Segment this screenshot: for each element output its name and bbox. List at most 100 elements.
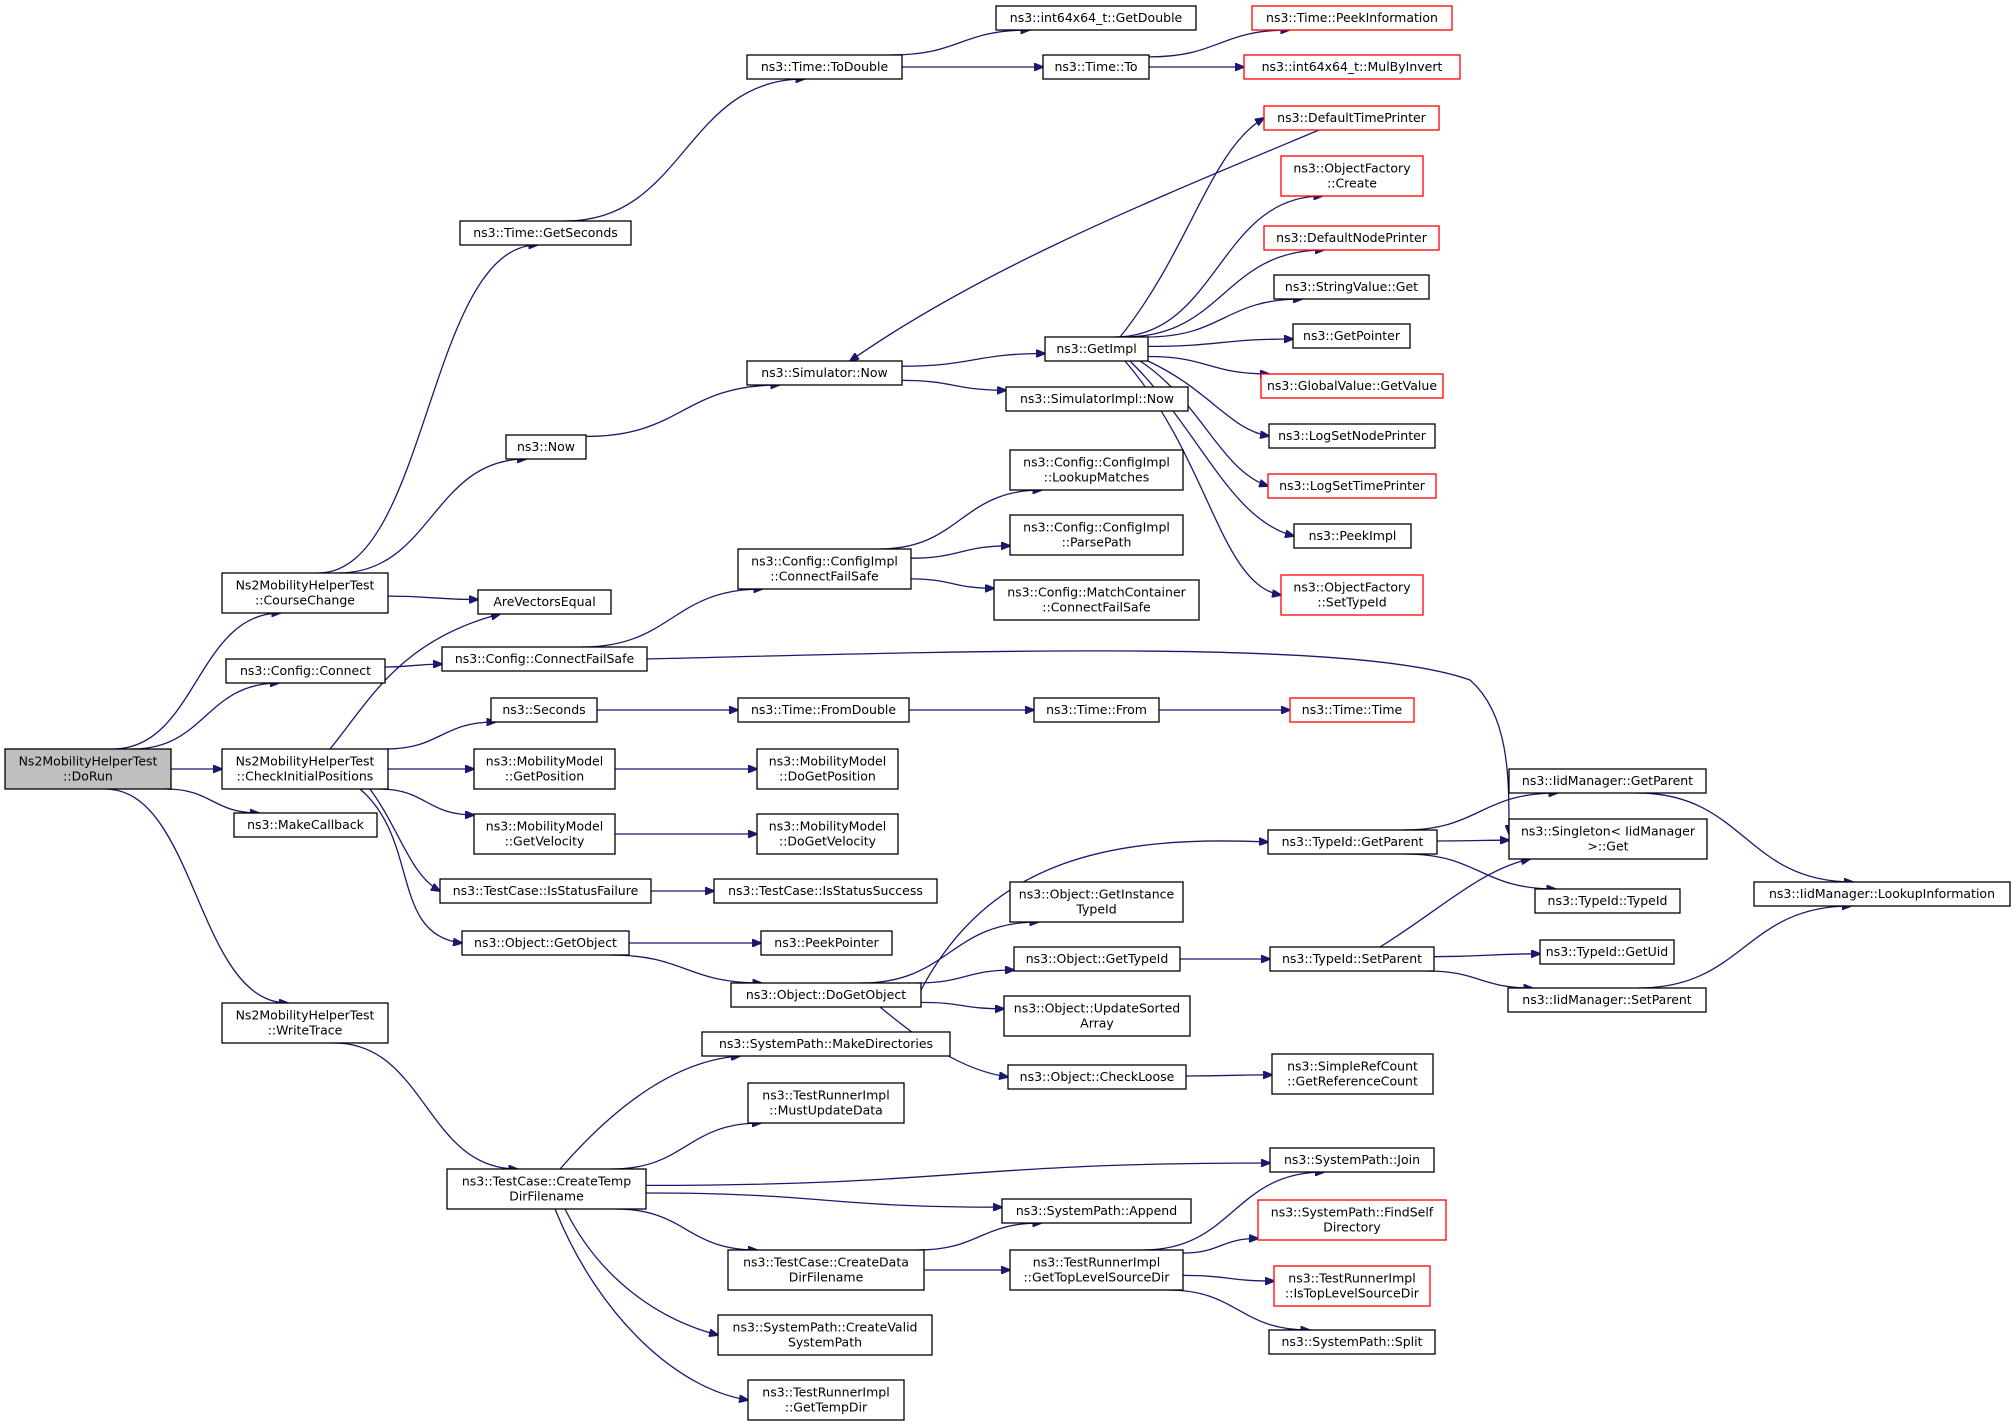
node-label: SystemPath	[788, 1335, 862, 1350]
node-box	[756, 813, 899, 855]
node-box	[225, 658, 386, 684]
node-peekpointer[interactable]: ns3::PeekPointer	[760, 930, 893, 956]
node-singletonget[interactable]: ns3::Singleton< IidManager>::Get	[1508, 818, 1708, 860]
node-getobject[interactable]: ns3::Object::GetObject	[461, 930, 630, 956]
node-box	[1009, 514, 1184, 556]
node-label: Ns2MobilityHelperTest	[19, 754, 158, 769]
node-logsettime[interactable]: ns3::LogSetTimePrinter	[1267, 473, 1437, 499]
node-connectfailsafe[interactable]: ns3::Config::ConnectFailSafe	[441, 646, 648, 672]
node-isstatussuccess[interactable]: ns3::TestCase::IsStatusSuccess	[713, 878, 938, 904]
node-mmgetpos[interactable]: ns3::MobilityModel::GetPosition	[473, 748, 616, 790]
node-box	[1013, 946, 1181, 972]
node-lookupinfo[interactable]: ns3::IidManager::LookupInformation	[1753, 881, 2011, 907]
node-isstatusfailure[interactable]: ns3::TestCase::IsStatusFailure	[439, 878, 652, 904]
node-cfgconnect[interactable]: ns3::Config::Connect	[225, 658, 386, 684]
node-objfactsettypeid[interactable]: ns3::ObjectFactory::SetTypeId	[1280, 574, 1424, 616]
node-gettoplevel[interactable]: ns3::TestRunnerImpl::GetTopLevelSourceDi…	[1009, 1249, 1184, 1291]
node-mmdogetpos[interactable]: ns3::MobilityModel::DoGetPosition	[756, 748, 899, 790]
node-typeidsetparent[interactable]: ns3::TypeId::SetParent	[1269, 946, 1435, 972]
node-box	[1009, 449, 1184, 491]
edge-getobject-to-dogetobject	[610, 954, 761, 983]
node-peekimpl[interactable]: ns3::PeekImpl	[1293, 523, 1412, 549]
edge-dogetobject-to-updatesorted	[920, 1001, 1004, 1008]
node-dorun[interactable]: Ns2MobilityHelperTest::DoRun	[4, 748, 172, 790]
node-label: ns3::SystemPath::MakeDirectories	[719, 1036, 933, 1051]
node-label: ns3::GetPointer	[1303, 328, 1401, 343]
node-deftimeprinter[interactable]: ns3::DefaultTimePrinter	[1263, 105, 1440, 131]
node-checkinit[interactable]: Ns2MobilityHelperTest::CheckInitialPosit…	[221, 748, 389, 790]
node-box	[1263, 225, 1440, 251]
node-parsepath[interactable]: ns3::Config::ConfigImpl::ParsePath	[1009, 514, 1184, 556]
node-todouble[interactable]: ns3::Time::ToDouble	[746, 54, 903, 80]
node-getimpl[interactable]: ns3::GetImpl	[1044, 336, 1149, 362]
edge-dogetobject-to-typeidgetparent	[920, 841, 1268, 991]
node-stringvalueget[interactable]: ns3::StringValue::Get	[1273, 274, 1430, 300]
node-timetime[interactable]: ns3::Time::Time	[1289, 697, 1415, 723]
node-simimplnow[interactable]: ns3::SimulatorImpl::Now	[1005, 386, 1189, 412]
node-makecallback[interactable]: ns3::MakeCallback	[233, 812, 378, 838]
node-arevectors[interactable]: AreVectorsEqual	[477, 589, 612, 615]
node-iidsetparent[interactable]: ns3::IidManager::SetParent	[1507, 987, 1707, 1013]
node-simnow[interactable]: ns3::Simulator::Now	[746, 360, 903, 386]
node-checkloose[interactable]: ns3::Object::CheckLoose	[1007, 1064, 1187, 1090]
node-defnodeprinter[interactable]: ns3::DefaultNodePrinter	[1263, 225, 1440, 251]
node-mmdogetvel[interactable]: ns3::MobilityModel::DoGetVelocity	[756, 813, 899, 855]
node-mustupdate[interactable]: ns3::TestRunnerImpl::MustUpdateData	[747, 1082, 905, 1124]
node-timefrom[interactable]: ns3::Time::From	[1033, 697, 1160, 723]
node-syspathjoin[interactable]: ns3::SystemPath::Join	[1269, 1147, 1435, 1173]
node-matchcontainer[interactable]: ns3::Config::MatchContainer::ConnectFail…	[993, 579, 1200, 621]
node-box	[1269, 1147, 1435, 1173]
node-label: ns3::Config::ConfigImpl	[1023, 455, 1170, 470]
node-box	[1269, 946, 1435, 972]
node-getseconds[interactable]: ns3::Time::GetSeconds	[459, 220, 632, 246]
node-now[interactable]: ns3::Now	[505, 434, 587, 460]
node-istoplevel[interactable]: ns3::TestRunnerImpl::IsTopLevelSourceDir	[1273, 1265, 1431, 1307]
node-timeto[interactable]: ns3::Time::To	[1042, 54, 1150, 80]
node-getpointer[interactable]: ns3::GetPointer	[1292, 323, 1411, 349]
node-label: ns3::Time::From	[1046, 702, 1147, 717]
node-label: ::MustUpdateData	[769, 1103, 883, 1118]
edge-cfgconnect-to-connectfailsafe	[384, 664, 442, 667]
node-label: ::ConnectFailSafe	[770, 569, 879, 584]
node-cfgimplconnect[interactable]: ns3::Config::ConfigImpl::ConnectFailSafe	[737, 548, 912, 590]
node-fromdouble[interactable]: ns3::Time::FromDouble	[737, 697, 910, 723]
node-box	[1268, 1329, 1436, 1355]
node-gettempdir[interactable]: ns3::TestRunnerImpl::GetTempDir	[747, 1379, 905, 1421]
node-syspathsplit[interactable]: ns3::SystemPath::Split	[1268, 1329, 1436, 1355]
node-label: ns3::PeekImpl	[1309, 528, 1397, 543]
node-peekinfo[interactable]: ns3::Time::PeekInformation	[1251, 5, 1453, 31]
node-label: ns3::DefaultNodePrinter	[1276, 230, 1428, 245]
node-objfactcreate[interactable]: ns3::ObjectFactory::Create	[1280, 155, 1424, 197]
node-box	[1257, 1199, 1447, 1241]
node-box	[713, 878, 938, 904]
node-typeidgetparent[interactable]: ns3::TypeId::GetParent	[1267, 829, 1438, 855]
node-mulbyinvert[interactable]: ns3::int64x64_t::MulByInvert	[1243, 54, 1461, 80]
node-label: ns3::SystemPath::CreateValid	[733, 1320, 918, 1335]
edge-typeidsetparent-to-singletonget	[1379, 859, 1530, 948]
node-makedirs[interactable]: ns3::SystemPath::MakeDirectories	[701, 1031, 951, 1057]
node-int64getdouble[interactable]: ns3::int64x64_t::GetDouble	[995, 5, 1197, 31]
node-iidgetparent[interactable]: ns3::IidManager::GetParent	[1508, 768, 1707, 794]
node-mmgetvel[interactable]: ns3::MobilityModel::GetVelocity	[473, 813, 616, 855]
node-simplerefcount[interactable]: ns3::SimpleRefCount::GetReferenceCount	[1271, 1053, 1434, 1095]
node-syspathappend[interactable]: ns3::SystemPath::Append	[1001, 1198, 1192, 1224]
node-writetrace[interactable]: Ns2MobilityHelperTest::WriteTrace	[221, 1002, 389, 1044]
node-typeidgetuid[interactable]: ns3::TypeId::GetUid	[1539, 939, 1675, 965]
node-coursechange[interactable]: Ns2MobilityHelperTest::CourseChange	[221, 572, 389, 614]
node-logsetnode[interactable]: ns3::LogSetNodePrinter	[1268, 423, 1436, 449]
node-label: ::GetPosition	[505, 769, 584, 784]
node-seconds[interactable]: ns3::Seconds	[490, 697, 598, 723]
node-gvgetvalue[interactable]: ns3::GlobalValue::GetValue	[1260, 373, 1444, 399]
node-lookupmatches[interactable]: ns3::Config::ConfigImpl::LookupMatches	[1009, 449, 1184, 491]
node-objgettypeid[interactable]: ns3::Object::GetTypeId	[1013, 946, 1181, 972]
edge-createtemp-to-mustupdate	[611, 1123, 762, 1170]
node-dogetobject[interactable]: ns3::Object::DoGetObject	[730, 982, 922, 1008]
node-typeidtypeid[interactable]: ns3::TypeId::TypeId	[1534, 888, 1681, 914]
